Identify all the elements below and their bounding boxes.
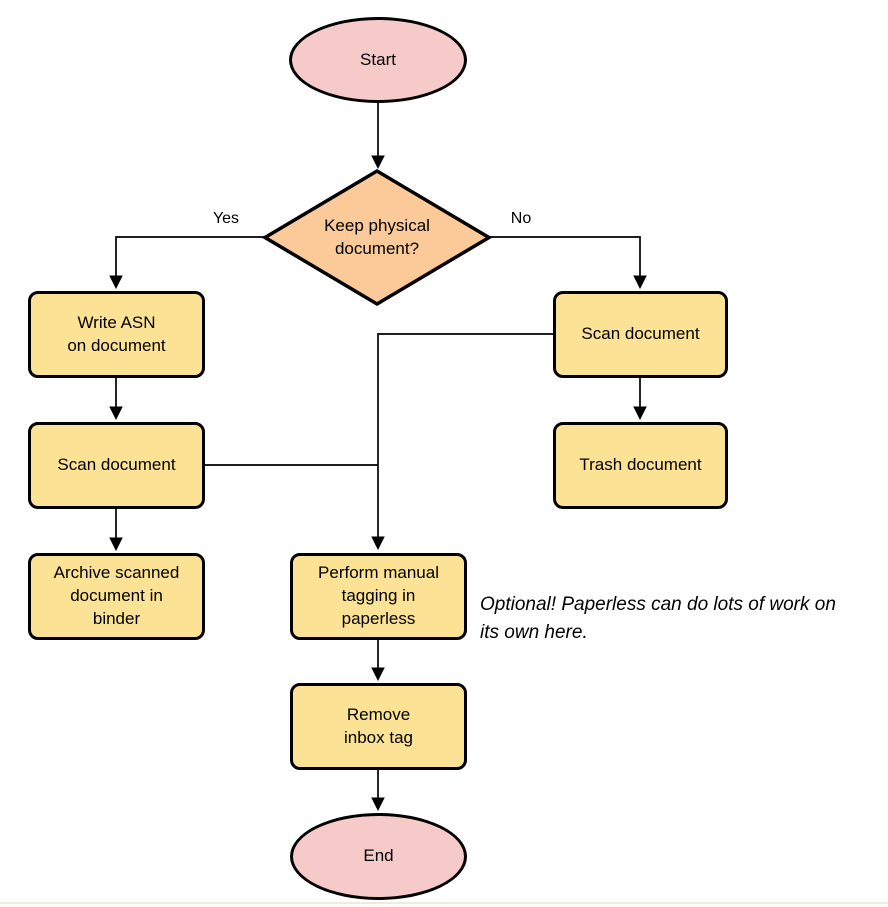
edge-label-yes: Yes <box>210 210 242 228</box>
node-end: End <box>290 813 467 900</box>
node-scan-document-right-label: Scan document <box>581 324 700 344</box>
node-start-label: Start <box>360 49 396 69</box>
node-trash-document-label: Trash document <box>579 455 702 475</box>
node-remove-inbox-tag-label: Remove inbox tag <box>344 704 413 747</box>
node-archive-binder: Archive scanned document in binder <box>28 553 205 640</box>
page-bottom-edge <box>0 902 888 904</box>
node-scan-document-right: Scan document <box>553 291 728 378</box>
node-scan-document-left: Scan document <box>28 422 205 509</box>
node-manual-tagging: Perform manual tagging in paperless <box>290 553 467 640</box>
node-trash-document: Trash document <box>553 422 728 509</box>
edge-decision-yes <box>109 236 265 290</box>
edge-label-no: No <box>508 210 534 228</box>
decision-diamond-shape <box>261 168 493 307</box>
node-write-asn: Write ASN on document <box>28 291 205 378</box>
node-end-label: End <box>363 846 394 866</box>
node-manual-tagging-label: Perform manual tagging in paperless <box>318 563 439 628</box>
edge-decision-no <box>489 236 647 290</box>
optional-note: Optional! Paperless can do lots of work … <box>480 594 836 643</box>
node-write-asn-label: Write ASN on document <box>67 312 166 355</box>
node-decision-label: Keep physical document? <box>324 215 430 258</box>
node-decision: Keep physical document? <box>261 167 493 308</box>
node-start: Start <box>289 17 467 103</box>
node-scan-document-left-label: Scan document <box>57 455 176 475</box>
node-remove-inbox-tag: Remove inbox tag <box>290 683 467 770</box>
edge-scanright-merge-to-tagging <box>371 333 553 551</box>
node-archive-binder-label: Archive scanned document in binder <box>53 563 180 628</box>
